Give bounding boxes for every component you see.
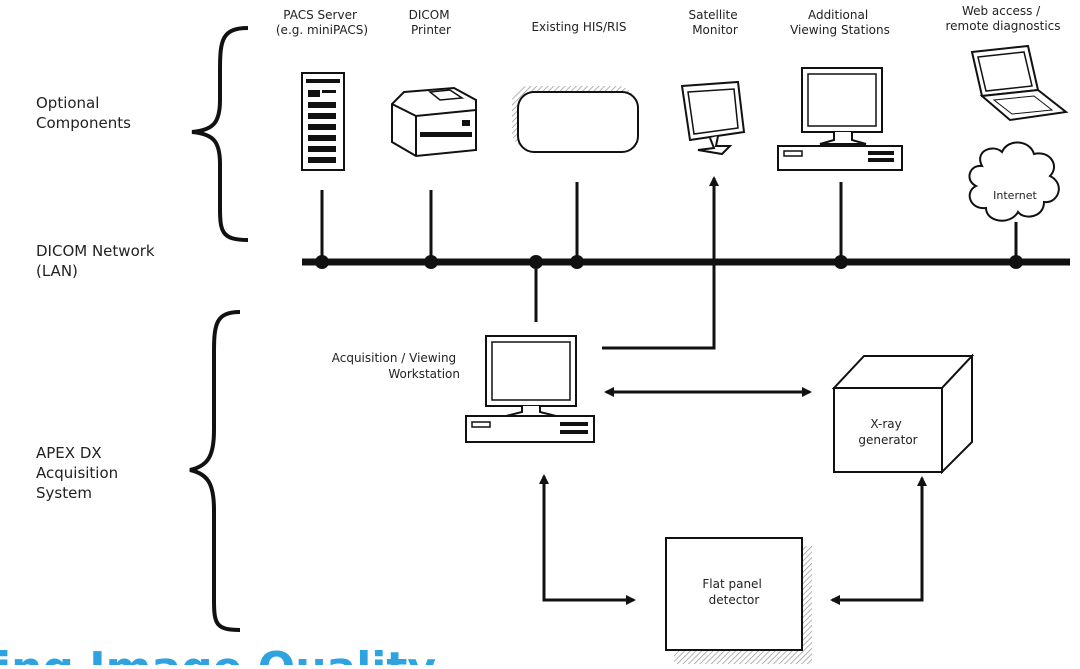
xray-label: X-ray generator — [858, 417, 917, 447]
xray-generator-icon — [831, 353, 975, 475]
satellite-label: Satellite Monitor — [689, 8, 742, 37]
optional-brace — [191, 26, 249, 242]
acquisition-arrows — [539, 387, 927, 605]
pacs-label: PACS Server (e.g. miniPACS) — [276, 8, 368, 37]
network-label: DICOM Network (LAN) — [36, 242, 159, 280]
detector-icon — [665, 537, 812, 664]
internet-label: Internet — [993, 189, 1037, 202]
satellite-monitor-icon — [680, 80, 746, 156]
his-ris-label: Existing HIS/RIS — [531, 20, 626, 34]
web-label: Web access / remote diagnostics — [946, 4, 1061, 33]
detector-label: Flat panel detector — [702, 577, 765, 607]
pacs-server-icon — [301, 72, 345, 171]
his-ris-icon — [512, 86, 639, 153]
viewing-station-icon — [777, 67, 903, 171]
internet-cloud-icon: Internet — [968, 141, 1060, 222]
apex-brace — [189, 310, 241, 632]
workstation-label: Acquisition / Viewing Workstation — [332, 351, 460, 381]
network-nodes — [315, 255, 1023, 269]
optional-label: Optional Components — [36, 94, 131, 132]
printer-icon — [391, 86, 477, 158]
printer-label: DICOM Printer — [409, 8, 454, 37]
footer-heading: ing Image Quality — [0, 643, 436, 665]
laptop-icon — [970, 44, 1069, 122]
stations-label: Additional Viewing Stations — [790, 8, 890, 37]
apex-label: APEX DX Acquisition System — [36, 444, 123, 502]
network-lines — [302, 176, 1070, 350]
workstation-icon — [465, 335, 595, 443]
